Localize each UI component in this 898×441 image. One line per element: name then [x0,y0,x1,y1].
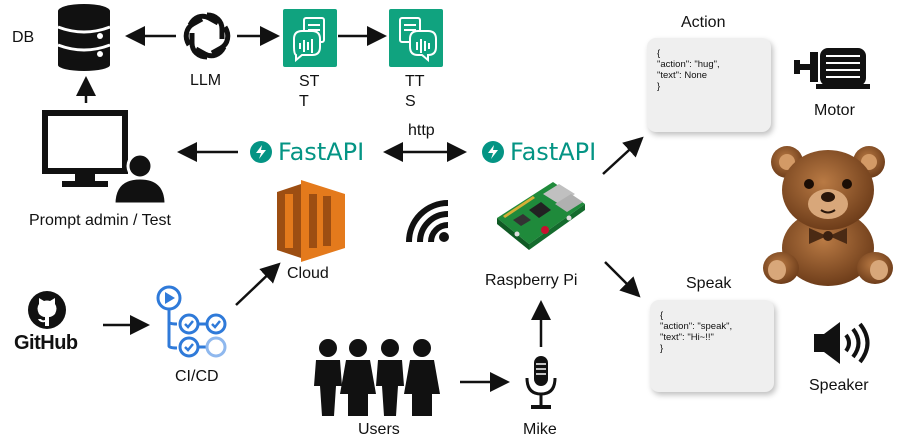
db-label: DB [12,29,35,46]
http-label: http [408,122,435,139]
speak-label: Speak [686,275,732,292]
aws-cloud-icon [277,180,345,262]
action-json-card: { "action": "hug", "text": None } [647,38,771,132]
users-label: Users [358,421,400,438]
fastapi-bolt-icon [482,141,504,163]
stt-label: ST T [299,72,319,112]
speech-to-text-icon [283,9,337,67]
fastapi-right-text: FastAPI [510,138,597,166]
stt-label-line2: T [299,93,309,110]
motor-icon [794,48,870,89]
database-icon [57,4,111,71]
speak-json-card: { "action": "speak", "text": "Hi~!!" } [650,300,774,392]
speak-card-line3: "text": "Hi~!!" [660,332,714,343]
speak-card-line2: "action": "speak", [660,321,733,332]
action-card-line4: } [657,81,661,92]
action-card-line2: "action": "hug", [657,59,720,70]
text-to-speech-icon [389,9,443,67]
action-label: Action [681,14,726,31]
stt-label-line1: ST [299,73,320,90]
motor-label: Motor [814,102,855,119]
cloud-label: Cloud [287,265,329,282]
prompt-admin-label: Prompt admin / Test [29,212,171,229]
wifi-icon [406,200,449,243]
fastapi-left: FastAPI [250,138,364,166]
raspberry-pi-board [497,182,585,250]
llm-label: LLM [190,72,222,89]
tts-label-line2: S [405,93,416,110]
speak-card-line1: { [660,310,664,321]
raspberry-pi-label: Raspberry Pi [485,272,578,289]
tts-label-line1: TT [405,73,425,90]
teddy-bear-image [763,146,893,286]
openai-icon [183,12,231,60]
monitor-user-icon [42,110,168,206]
fastapi-left-text: FastAPI [278,138,365,166]
github-wordmark: GitHub [14,332,78,354]
fastapi-bolt-icon [250,141,272,163]
action-card-line1: { [657,48,661,59]
action-card-line3: "text": None [657,70,708,81]
tts-label: TT S [405,72,425,112]
github-icon [28,291,66,329]
users-icon [314,339,440,416]
speak-card-line4: } [660,343,664,354]
fastapi-right: FastAPI [482,138,596,166]
arrow-pi-to-speak [604,261,641,298]
mike-label: Mike [523,421,557,438]
microphone-icon [525,356,557,409]
speaker-label: Speaker [809,377,869,394]
arrow-pi-to-action [602,136,644,175]
cicd-label: CI/CD [175,368,219,385]
cicd-pipeline-icon [156,285,227,358]
speaker-icon [814,322,870,364]
arrow-cicd-to-cloud [235,262,281,306]
